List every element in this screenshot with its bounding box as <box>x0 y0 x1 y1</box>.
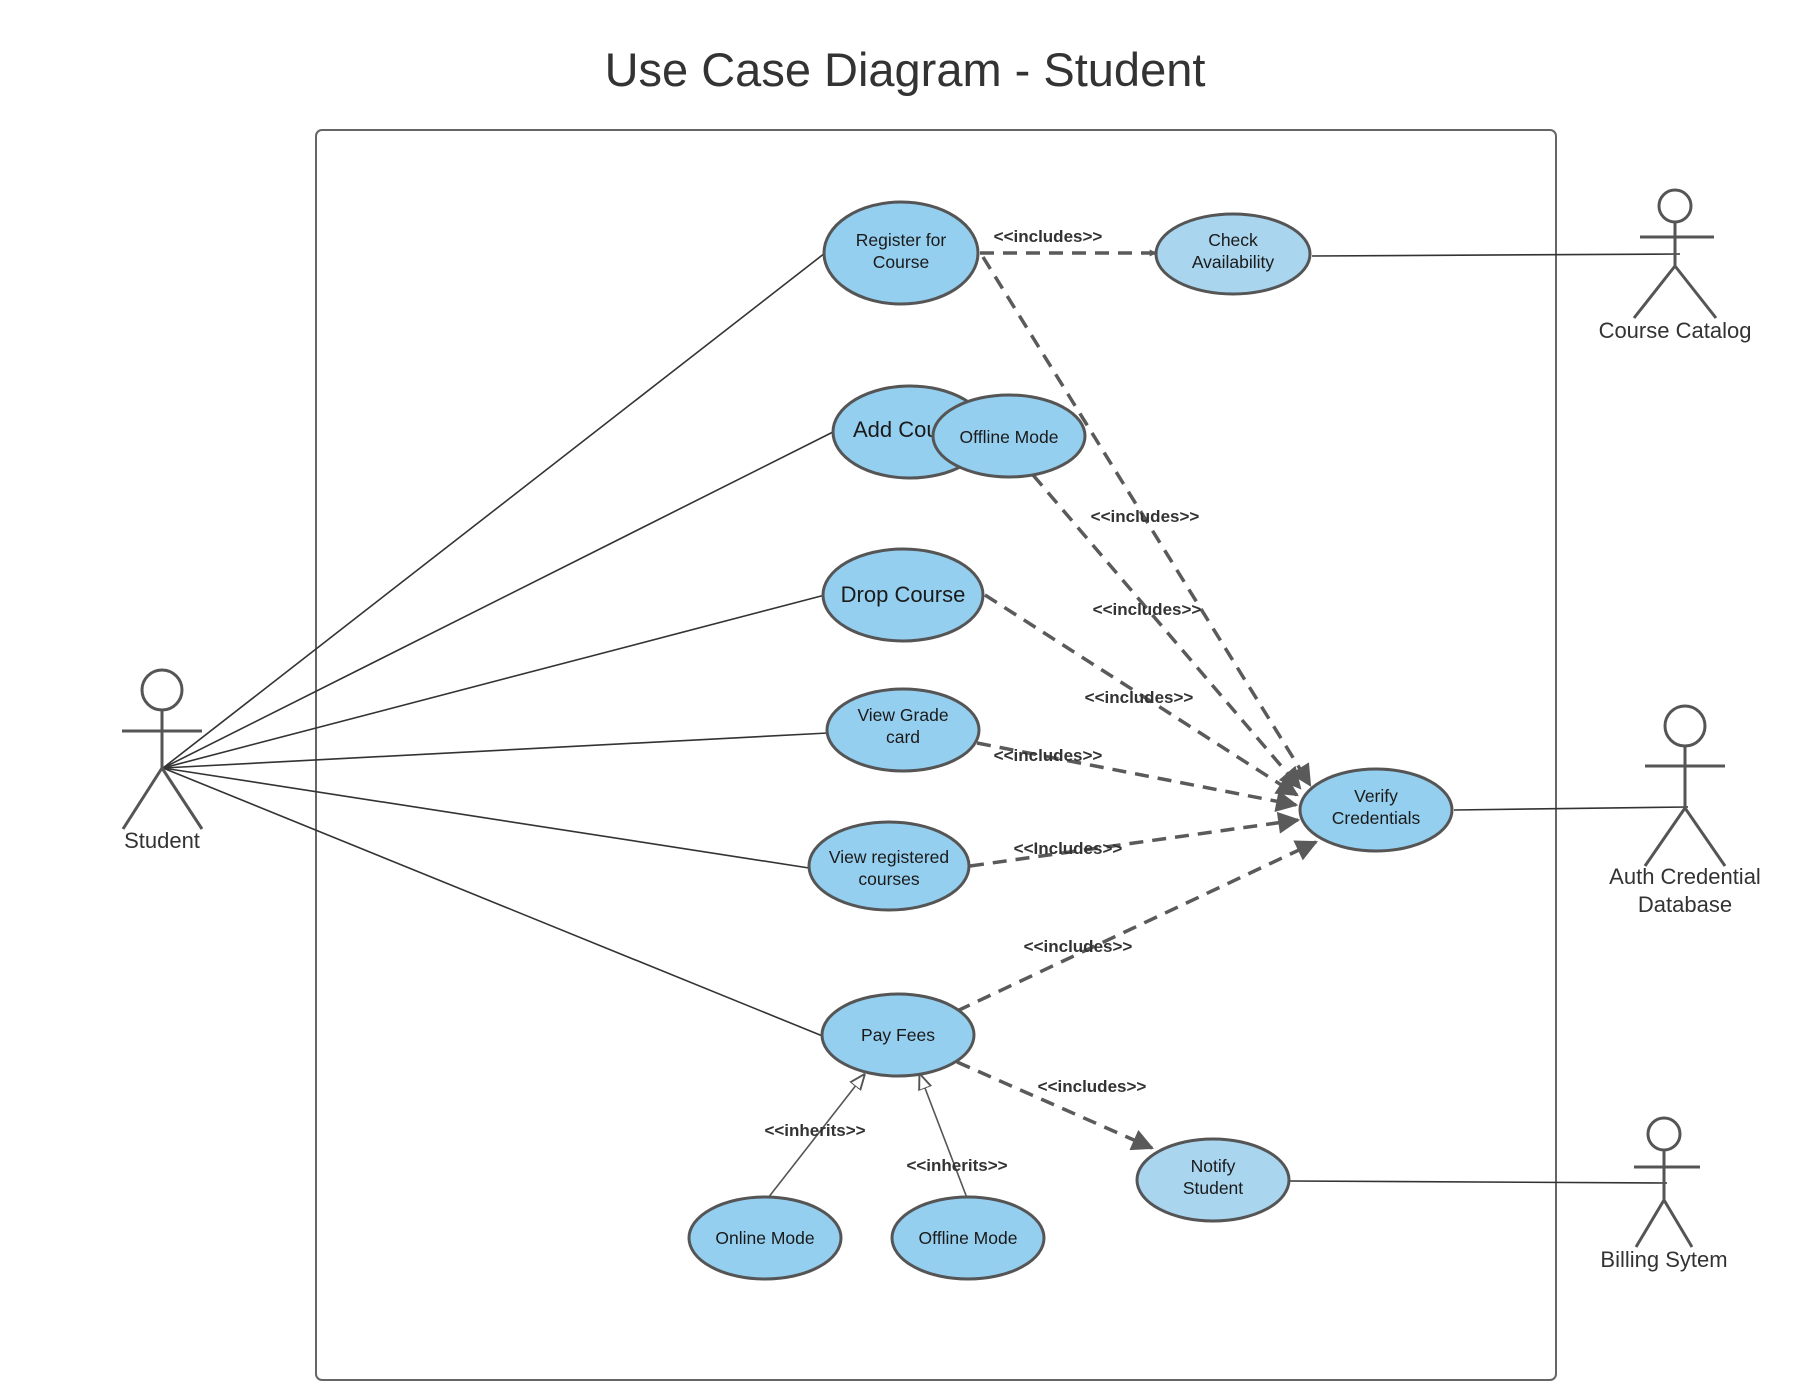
view-registered-line2: courses <box>858 869 920 889</box>
label-includes-register-check: <<includes>> <box>994 227 1103 246</box>
register-label-line1: Register for <box>856 230 947 250</box>
inherit-offline-pay <box>920 1075 968 1199</box>
label-includes-pay-verify: <<includes>> <box>1024 937 1133 956</box>
inherit-relations <box>767 1075 968 1199</box>
use-case-notify-student[interactable]: Notify Student <box>1135 1137 1291 1223</box>
label-includes-pay-notify: <<includes>> <box>1038 1077 1147 1096</box>
assoc-student-pay-fees <box>162 767 826 1038</box>
assoc-verify-auth-db <box>1453 806 1689 811</box>
add-course-label: Add Cou <box>853 417 939 442</box>
verify-credentials-line2: Credentials <box>1332 808 1421 828</box>
drop-course-label: Drop Course <box>841 582 966 607</box>
use-case-pay-fees[interactable]: Pay Fees <box>820 992 976 1078</box>
view-grade-line2: card <box>886 727 920 747</box>
check-availability-line1: Check <box>1208 230 1258 250</box>
course-catalog-label: Course Catalog <box>1599 318 1752 343</box>
label-inherits-online: <<inherits>> <box>764 1121 865 1140</box>
actor-student[interactable]: Student <box>121 668 204 853</box>
use-case-register[interactable]: Register for Course <box>822 200 980 306</box>
include-pay-notify <box>956 1060 1155 1151</box>
include-register-verify <box>981 256 1312 787</box>
label-includes-drop-verify: <<includes>> <box>1085 688 1194 707</box>
label-includes-grade-verify: <<includes>> <box>994 746 1103 765</box>
notify-student-line2: Student <box>1183 1178 1243 1198</box>
label-includes-register-verify: <<includes>> <box>1091 507 1200 526</box>
billing-label: Billing Sytem <box>1600 1247 1727 1272</box>
use-case-view-grade[interactable]: View Grade card <box>825 687 981 773</box>
view-grade-line1: View Grade <box>857 705 948 725</box>
course-catalog-stick-figure-icon <box>1632 188 1718 319</box>
use-case-online-mode[interactable]: Online Mode <box>687 1195 843 1281</box>
actor-auth-credential-database[interactable]: Auth Credential Database <box>1609 704 1761 917</box>
use-case-check-availability[interactable]: Check Availability <box>1154 212 1312 296</box>
assoc-student-add-course <box>162 431 834 769</box>
register-label-line2: Course <box>873 252 929 272</box>
student-stick-figure-icon <box>121 668 204 830</box>
offline-mode-top-label: Offline Mode <box>960 427 1059 447</box>
assoc-student-register <box>162 252 826 769</box>
student-label: Student <box>124 828 200 853</box>
pay-fees-label: Pay Fees <box>861 1025 935 1045</box>
use-case-offline-mode-top[interactable]: Offline Mode <box>931 393 1087 479</box>
auth-db-label-line1: Auth Credential <box>1609 864 1761 889</box>
use-case-view-registered[interactable]: View registered courses <box>807 820 971 912</box>
diagram-title: Use Case Diagram - Student <box>605 43 1206 96</box>
assoc-student-view-registered <box>162 767 810 869</box>
assoc-student-drop-course <box>162 594 826 769</box>
assoc-check-catalog <box>1311 253 1681 257</box>
relation-labels: <<includes>> <<includes>> <<includes>> <… <box>764 227 1201 1175</box>
include-pay-verify <box>956 840 1318 1013</box>
view-registered-line1: View registered <box>829 847 949 867</box>
online-mode-label: Online Mode <box>715 1228 814 1248</box>
actor-course-catalog[interactable]: Course Catalog <box>1599 188 1752 343</box>
check-availability-line2: Availability <box>1192 252 1275 272</box>
actor-billing-system[interactable]: Billing Sytem <box>1600 1116 1728 1272</box>
label-includes-add-verify: <<includes>> <box>1093 600 1202 619</box>
assoc-notify-billing <box>1289 1180 1668 1184</box>
label-inherits-offline: <<inherits>> <box>906 1156 1007 1175</box>
verify-credentials-line1: Verify <box>1354 786 1398 806</box>
assoc-student-view-grade <box>162 732 829 769</box>
use-case-offline-mode-bottom[interactable]: Offline Mode <box>890 1195 1046 1281</box>
use-case-drop-course[interactable]: Drop Course <box>821 547 985 643</box>
include-drop-verify <box>984 593 1299 797</box>
billing-stick-figure-icon <box>1634 1116 1700 1248</box>
label-includes-registered-verify: <<Includes>> <box>1014 839 1123 858</box>
include-registered-verify <box>969 811 1301 868</box>
auth-db-stick-figure-icon <box>1643 704 1727 867</box>
student-associations <box>162 252 834 1038</box>
use-case-verify-credentials[interactable]: Verify Credentials <box>1298 767 1454 853</box>
include-grade-verify <box>976 741 1299 813</box>
notify-student-line1: Notify <box>1191 1156 1236 1176</box>
auth-db-label-line2: Database <box>1638 892 1732 917</box>
include-relations <box>956 249 1318 1151</box>
actor-associations <box>1289 253 1689 1184</box>
offline-mode-bottom-label: Offline Mode <box>919 1228 1018 1248</box>
inherit-online-pay <box>767 1075 864 1199</box>
